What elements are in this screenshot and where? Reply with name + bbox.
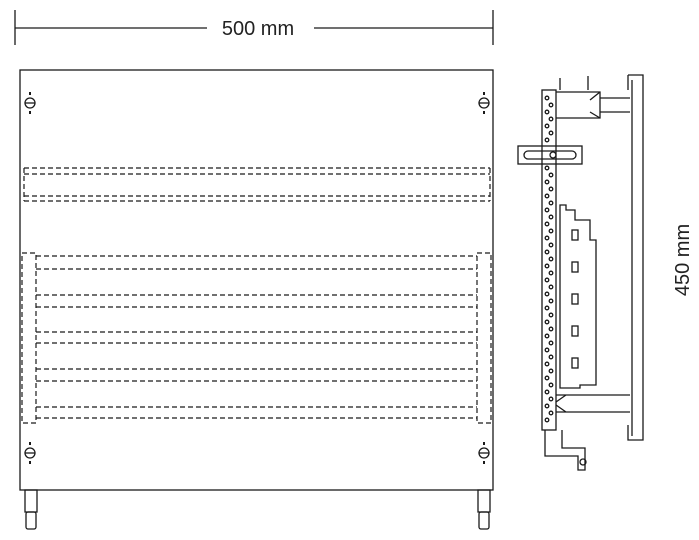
- bottom-screw: [579, 458, 587, 466]
- screw-icon: [24, 442, 36, 464]
- side-view: [517, 74, 644, 471]
- width-dimension: 500 mm: [14, 10, 494, 45]
- device-block: [559, 204, 597, 389]
- panel-foot: [477, 489, 491, 530]
- screw-icon: [478, 442, 490, 464]
- rail-holes: [544, 95, 554, 423]
- top-bracket: [556, 91, 601, 119]
- front-panel: [19, 69, 494, 530]
- top-arm: [589, 91, 630, 119]
- screw-icon: [24, 92, 36, 114]
- height-label: 450 mm: [672, 224, 694, 296]
- top-cutout-dashed: [23, 167, 491, 202]
- cover-profile: [627, 74, 644, 441]
- bottom-arm: [555, 394, 630, 413]
- top-hooks: [559, 76, 589, 90]
- screw-icon: [478, 92, 490, 114]
- mounting-rail: [541, 89, 557, 431]
- adjustment-slider: [517, 145, 583, 165]
- bottom-foot: [544, 430, 586, 471]
- panel-foot: [24, 489, 38, 530]
- width-label: 500 mm: [222, 18, 294, 40]
- din-rails-dashed: [21, 252, 492, 424]
